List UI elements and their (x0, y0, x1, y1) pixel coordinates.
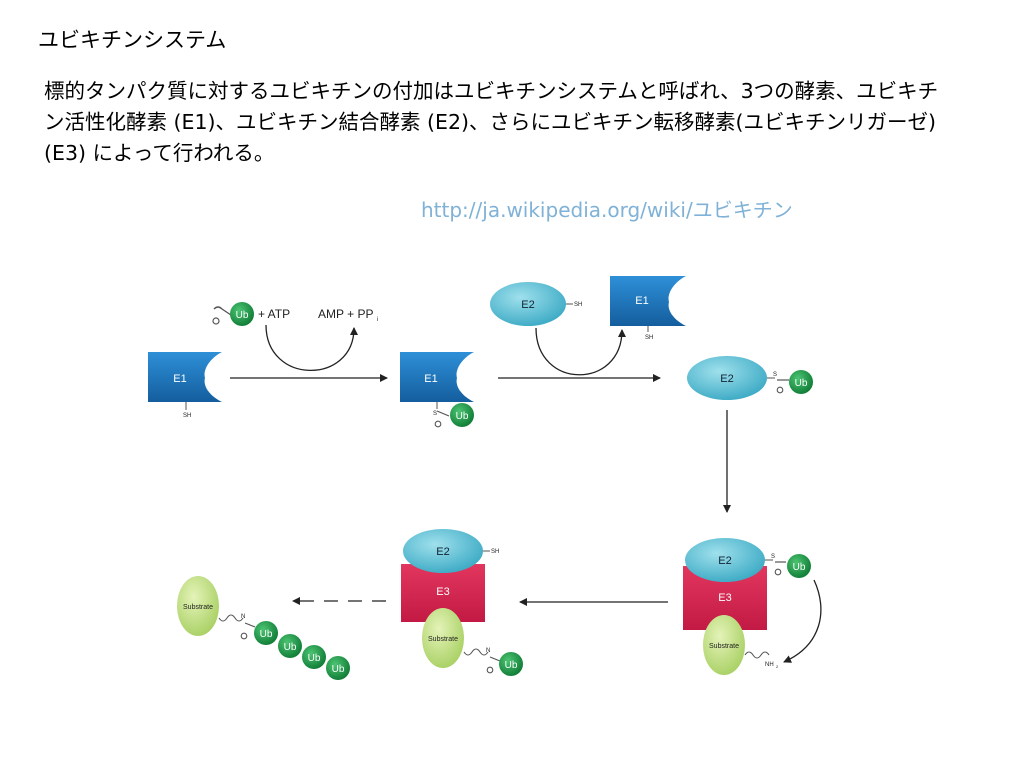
svg-text:N: N (241, 614, 245, 620)
svg-text:S: S (773, 372, 777, 378)
svg-text:Ub: Ub (505, 660, 518, 671)
svg-text:AMP + PP: AMP + PP (318, 307, 373, 321)
svg-text:SH: SH (574, 302, 582, 308)
e3-ligase-complex-right: E3 E2 S Ub Substrate NH 2 (683, 538, 811, 675)
e1-ubiquitin-complex: E1 S Ub (400, 352, 474, 428)
svg-text:E3: E3 (718, 592, 731, 604)
svg-text:Ub: Ub (793, 562, 806, 573)
svg-text:S: S (771, 554, 775, 560)
ubiquitin-transfer-curve (783, 579, 822, 663)
svg-text:Substrate: Substrate (183, 604, 213, 611)
svg-text:SH: SH (491, 549, 499, 555)
svg-text:Substrate: Substrate (709, 643, 739, 650)
svg-text:E1: E1 (424, 373, 437, 385)
polyubiquitinated-substrate: Substrate N Ub Ub Ub Ub (177, 576, 350, 680)
svg-text:SH: SH (645, 335, 653, 341)
svg-text:2: 2 (776, 664, 779, 669)
svg-text:E2: E2 (436, 546, 449, 558)
svg-text:Ub: Ub (795, 378, 808, 389)
e1-enzyme-released: E1 SH (610, 276, 686, 341)
svg-text:Ub: Ub (456, 411, 469, 422)
free-ubiquitin: Ub (212, 302, 254, 326)
svg-text:Ub: Ub (308, 653, 321, 664)
atp-reaction-curve (265, 324, 358, 371)
svg-text:Ub: Ub (332, 664, 345, 675)
ub-label: Ub (236, 310, 249, 321)
amp-ppi-label: AMP + PP i (318, 307, 378, 323)
wikipedia-link[interactable]: http://ja.wikipedia.org/wiki/ユビキチン (421, 198, 793, 222)
svg-text:S: S (433, 411, 437, 417)
e2-exchange-curve (535, 327, 626, 376)
e1-enzyme-initial: E1 SH (148, 352, 222, 419)
svg-text:E1: E1 (635, 295, 648, 307)
svg-text:E3: E3 (436, 586, 449, 598)
e2-ubiquitin-complex: E2 S Ub (687, 356, 813, 400)
svg-text:SH: SH (183, 413, 191, 419)
svg-text:Ub: Ub (260, 629, 273, 640)
slide-body-text: 標的タンパク質に対するユビキチンの付加はユビキチンシステムと呼ばれ、3つの酵素、… (44, 79, 939, 165)
svg-text:E2: E2 (720, 373, 733, 385)
e2-enzyme-incoming: E2 SH (490, 282, 582, 326)
svg-text:E1: E1 (173, 373, 186, 385)
svg-text:N: N (486, 648, 490, 654)
slide-title: ユビキチンシステム (38, 28, 227, 52)
e3-ligase-complex-middle: E3 E2 SH Substrate N Ub (401, 529, 523, 676)
svg-text:NH: NH (765, 662, 774, 668)
svg-text:Ub: Ub (284, 642, 297, 653)
svg-text:E2: E2 (521, 299, 534, 311)
atp-label: + ATP (258, 307, 290, 321)
svg-text:Substrate: Substrate (428, 636, 458, 643)
svg-text:i: i (377, 317, 378, 323)
svg-text:E2: E2 (718, 555, 731, 567)
